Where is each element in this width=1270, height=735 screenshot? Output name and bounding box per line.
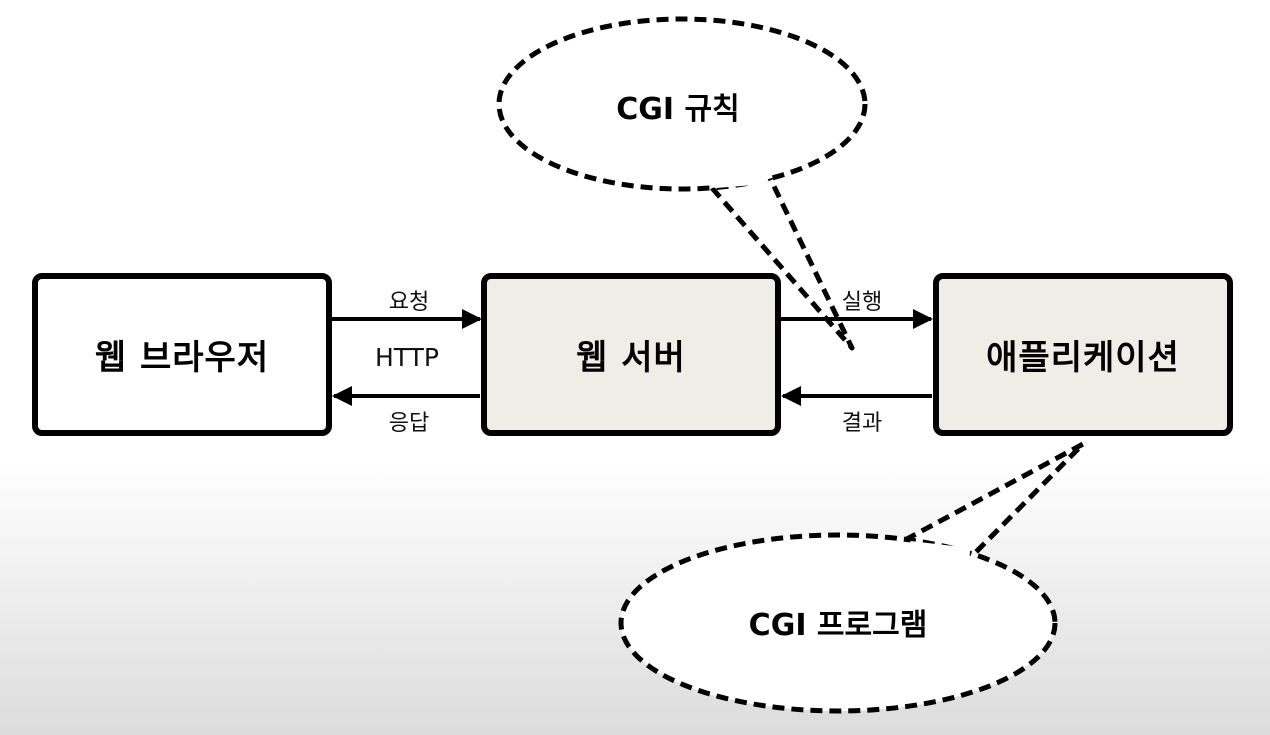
application-box: 애플리케이션 bbox=[933, 273, 1233, 436]
cgi-rule-callout-bubble bbox=[496, 16, 868, 192]
web-server-label: 웹 서버 bbox=[576, 338, 686, 378]
web-browser-label: 웹 브라우저 bbox=[94, 338, 270, 378]
cgi-program-text: CGI 프로그램 bbox=[748, 608, 928, 643]
cgi-rule-text: CGI 규칙 bbox=[616, 92, 740, 127]
request-label: 요청 bbox=[388, 290, 430, 315]
result-label: 결과 bbox=[841, 411, 883, 436]
application-label: 애플리케이션 bbox=[986, 338, 1180, 378]
web-browser-box: 웹 브라우저 bbox=[32, 273, 332, 436]
cgi-program-callout-bubble bbox=[618, 532, 1058, 714]
cgi-program-callout-tail bbox=[903, 441, 1086, 555]
cgi-rule-callout-tail bbox=[710, 176, 855, 351]
execute-label: 실행 bbox=[841, 290, 883, 315]
response-label: 응답 bbox=[388, 411, 430, 436]
http-label: HTTP bbox=[375, 343, 439, 372]
web-server-box: 웹 서버 bbox=[481, 273, 781, 436]
